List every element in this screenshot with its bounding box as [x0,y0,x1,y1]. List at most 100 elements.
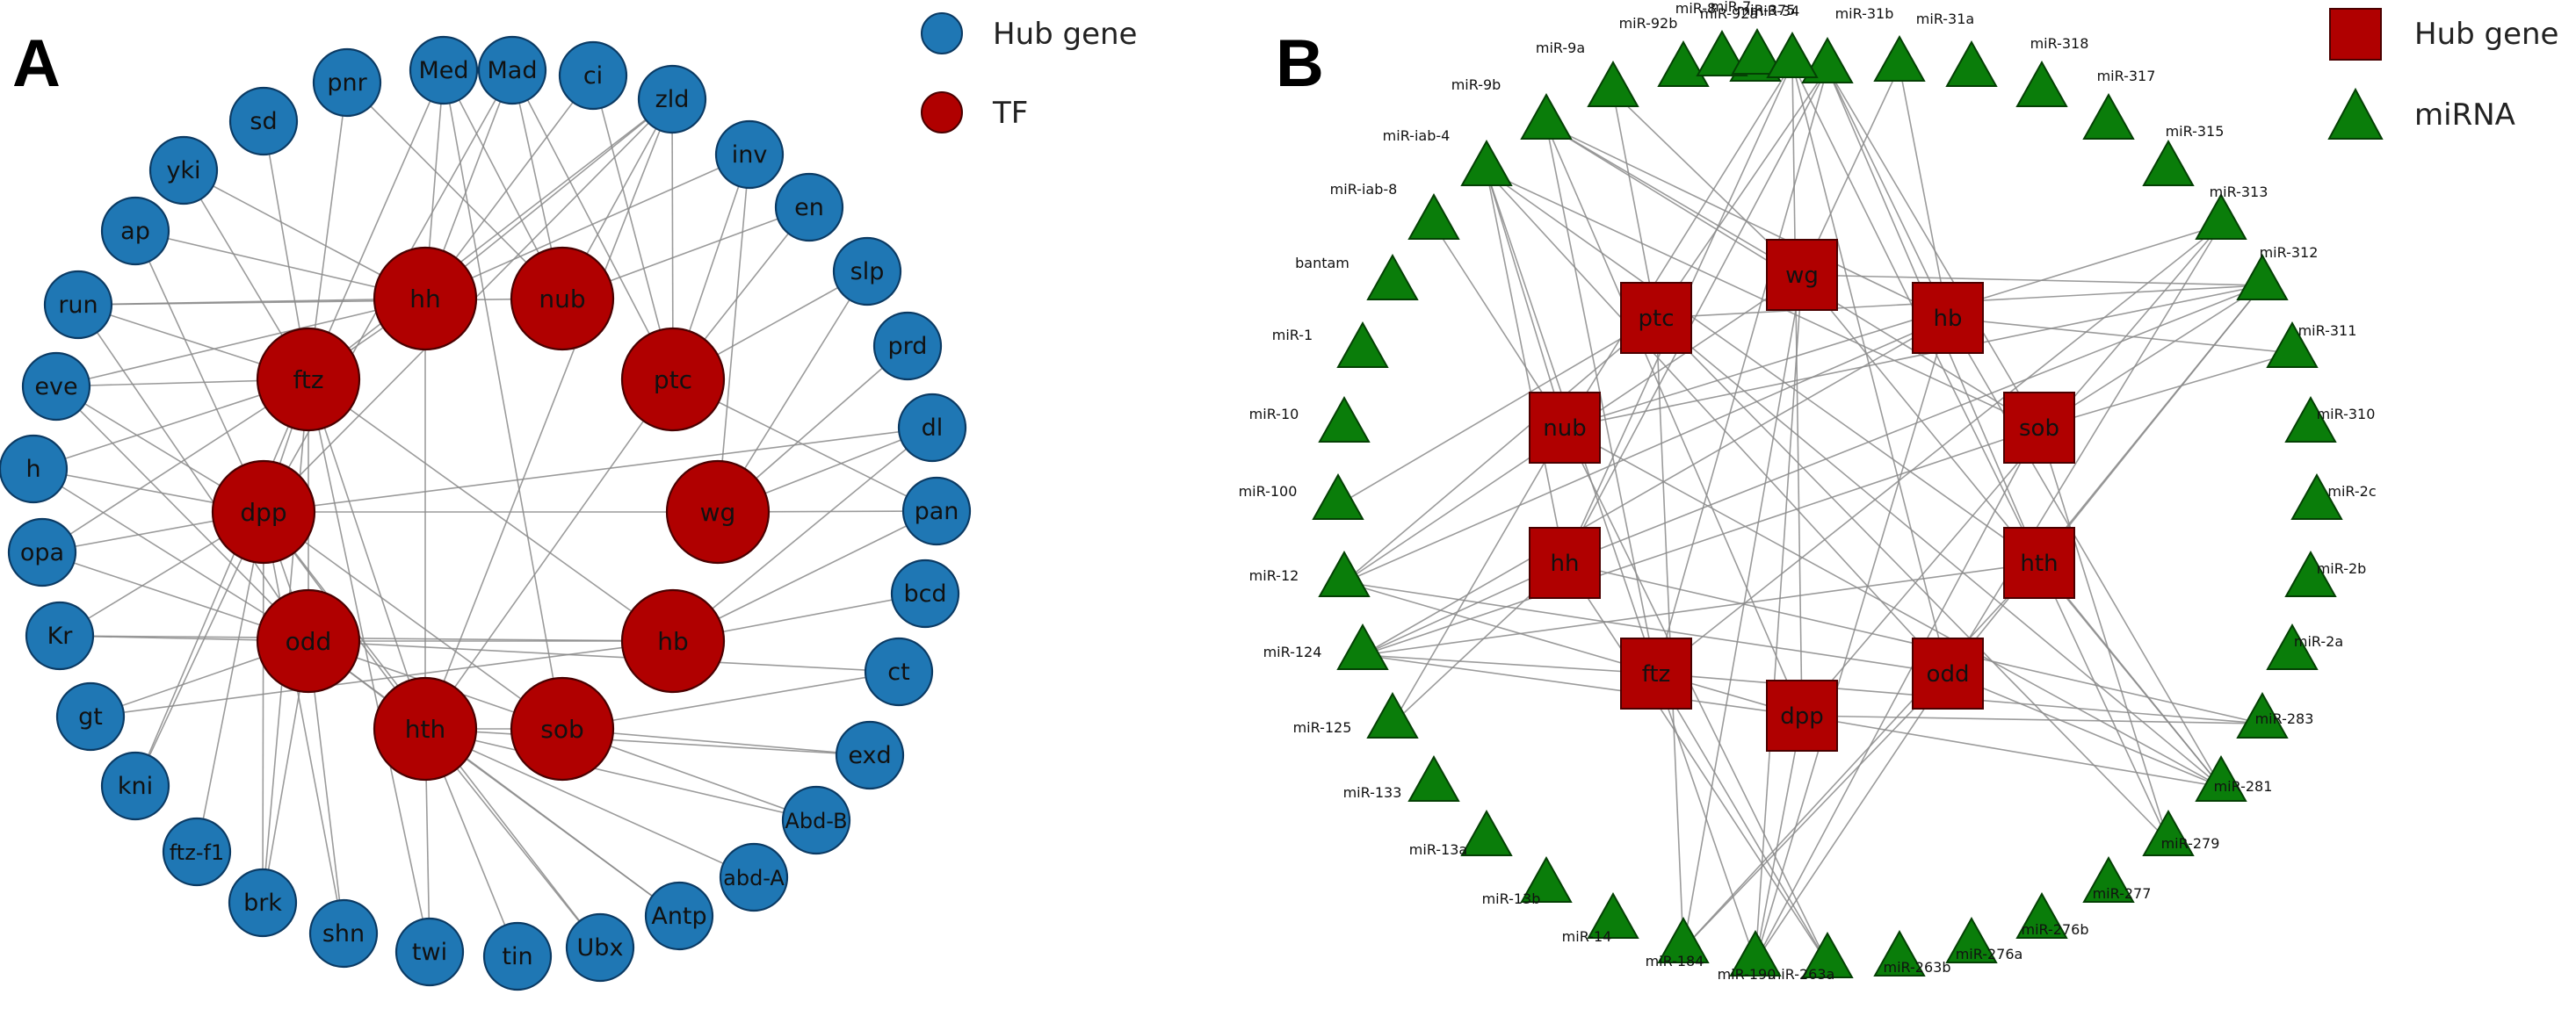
mirna-label: miR-31b [1835,5,1894,22]
edge-a-hh-eve [55,298,426,387]
tf-node-hh: hh [373,246,478,351]
edge-a-dpp-shn [263,511,344,934]
node-label: sob [540,715,584,744]
edge-a-hth-exd [424,728,871,756]
legend-hub-gene-label: Hub gene [993,17,1137,52]
mirna-label: miR-263b [1884,959,1951,976]
mirna-label: miR-34 [1750,3,1800,19]
edge-a-nub-run [77,298,563,306]
tf-node-hth: hth [373,676,478,782]
hub-gene-node-twi: twi [394,917,465,987]
mirna-node-miR-9b: miR-9b [1451,76,1573,140]
edge-a-hth-zld [424,98,673,730]
mirna-label: miR-9a [1536,40,1585,56]
mirna-label: miR-133 [1343,784,1402,801]
edge-a-ptc-ci [592,75,674,380]
edge-b-sob-miR-279 [2038,427,2169,842]
node-label: Mad [488,57,538,84]
node-label: hth [405,715,445,744]
mirna-node-miR-92b: miR-92b [1619,15,1710,87]
tf-node-nub: nub [510,246,615,351]
hub-gene-node-inv: inv [714,119,785,190]
hub-gene-node-Ubx: Ubx [565,912,635,983]
edge-a-odd-ct [308,640,900,673]
node-label: dpp [240,498,286,527]
mirna-label: miR-iab-4 [1383,127,1451,144]
node-label: Med [418,57,468,84]
edge-b-ftz-miR-313 [1655,224,2222,674]
node-label: zld [655,86,690,113]
node-label: ct [887,659,909,686]
mirna-node-miR-313: miR-313 [2195,184,2268,240]
edge-b-odd-miR-190 [1755,673,1949,962]
edge-a-sob-Med [443,69,563,730]
hub-gene-node-gt: gt [55,681,126,752]
edge-a-wg-inv [717,154,750,513]
hub-label: dpp [1780,703,1824,730]
edge-b-odd-miR-313 [1947,224,2222,674]
node-label: kni [118,773,153,800]
mirna-label: miR-310 [2317,406,2376,422]
hub-gene-node-pnr: pnr [312,47,382,118]
edge-b-dpp-miR-190 [1755,715,1803,962]
legend-b-hub-gene-label: Hub gene [2414,17,2558,52]
edge-b-sob-miR-124 [1362,427,2040,656]
mirna-node-miR-14: miR-14 [1562,891,1639,945]
mirna-node-miR-2b: miR-2b [2284,550,2366,597]
mirna-node-miR-7: miR-7 [1711,0,1784,75]
edge-b-ptc-miR-281 [1655,317,2222,788]
edge-b-nub-miR-312 [1564,285,2263,429]
tf-node-odd: odd [256,588,361,694]
mirna-label: miR-313 [2210,184,2268,200]
node-label: tin [502,943,532,970]
edge-b-ptc-miR-9a [1612,91,1657,319]
edge-b-hb-miR-190 [1755,317,1949,962]
legend-hub-gene-marker [921,12,963,54]
node-label: dl [922,414,944,442]
legend-hub-gene-square [2329,8,2382,61]
hub-gene-node-kni: kni [100,751,170,821]
node-label: Abd-B [785,809,847,833]
mirna-label: miR-1 [1272,327,1313,343]
panel-a-label: A [12,26,61,101]
edge-a-sob-dpp [263,511,563,730]
mirna-node-miR-276a: miR-276a [1945,916,2022,963]
edge-b-ptc-miR-12 [1343,317,1657,583]
mirna-node-miR-13a: miR-13a [1409,809,1513,858]
panel-b-label: B [1276,26,1324,101]
edge-b-ptc-miR-100 [1337,317,1657,506]
hub-gene-square-hh: hh [1529,527,1601,599]
mirna-node-miR-2a: miR-2a [2266,623,2343,670]
hub-gene-node-opa: opa [7,517,77,587]
tf-node-hb: hb [620,588,726,694]
mirna-node-miR-312: miR-312 [2236,244,2318,300]
mirna-label: miR-283 [2255,710,2314,727]
edge-a-hb-ftz [308,378,674,642]
node-label: opa [20,539,64,566]
mirna-label: miR-7 [1711,0,1751,15]
hub-gene-node-pan: pan [901,476,972,546]
hub-gene-node-ci: ci [558,40,628,111]
edge-b-ftz-miR-124 [1362,654,1657,674]
edge-b-hth-miR-279 [2038,562,2169,842]
mirna-node-miR-iab-8: miR-iab-8 [1330,181,1460,240]
node-label: yki [166,157,200,184]
hub-label: hh [1551,551,1580,577]
mirna-node-miR-318: miR-318 [2015,35,2088,107]
hub-gene-square-wg: wg [1766,239,1838,311]
hub-label: odd [1927,661,1970,688]
mirna-node-miR-34: miR-34 [1750,3,1854,83]
edge-b-hth-miR-184 [1682,562,2040,949]
mirna-node-miR-124: miR-124 [1263,623,1389,670]
mirna-node-miR-263a: miR-263a [1768,931,1854,983]
mirna-label: miR-2c [2327,483,2376,500]
edge-a-odd-h [33,468,309,642]
edge-a-dpp-brk [262,511,264,904]
hub-label: wg [1785,263,1819,289]
hub-gene-node-brk: brk [228,868,298,938]
edge-b-nub-miR-281 [1564,427,2222,788]
mirna-label: miR-100 [1239,483,1298,500]
mirna-node-miR-9a: miR-9a [1536,40,1639,107]
mirna-node-miR-190: miR-190 [1718,929,1782,983]
